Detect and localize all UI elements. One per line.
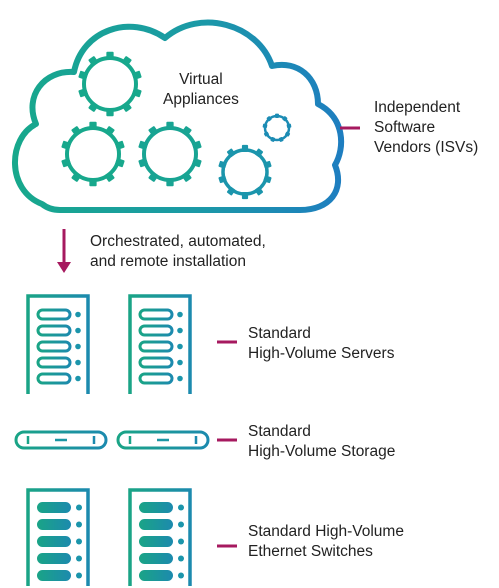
switch-rack-icon xyxy=(128,488,192,586)
switch-port xyxy=(139,553,173,564)
server-slot xyxy=(36,308,72,321)
server-slot xyxy=(36,356,72,369)
storage-unit-icon xyxy=(116,430,210,450)
switch-port xyxy=(139,502,173,513)
server-slot xyxy=(138,324,174,337)
server-rack-icon xyxy=(26,294,90,394)
install-arrow-icon xyxy=(57,229,71,273)
servers-label: Standard High-Volume Servers xyxy=(248,325,395,362)
server-rack-icon xyxy=(128,294,192,394)
isv-label: Independent Software Vendors (ISVs) xyxy=(374,99,479,156)
server-slot xyxy=(36,324,72,337)
server-slot xyxy=(138,372,174,385)
storage-unit-icon xyxy=(14,430,108,450)
server-slot xyxy=(138,340,174,353)
switch-port xyxy=(37,570,71,581)
gear-icon xyxy=(262,113,292,142)
switch-rack-icon xyxy=(26,488,90,586)
gear-icon xyxy=(61,121,125,187)
virtual-appliances-label: Virtual Appliances xyxy=(163,71,239,108)
switch-port xyxy=(37,553,71,564)
gear-icon xyxy=(218,144,272,200)
gear-icon xyxy=(78,51,142,117)
switch-port xyxy=(37,536,71,547)
switches-label: Standard High-Volume Ethernet Switches xyxy=(248,523,404,560)
switch-port xyxy=(139,536,173,547)
server-slot xyxy=(138,356,174,369)
installation-label: Orchestrated, automated, and remote inst… xyxy=(90,233,266,270)
server-slot xyxy=(36,340,72,353)
gear-group xyxy=(61,51,292,200)
switch-port xyxy=(37,519,71,530)
storage-label: Standard High-Volume Storage xyxy=(248,423,396,460)
gear-icon xyxy=(138,121,202,187)
server-slot xyxy=(36,372,72,385)
switch-port xyxy=(139,519,173,530)
switch-port xyxy=(37,502,71,513)
server-slot xyxy=(138,308,174,321)
switch-port xyxy=(139,570,173,581)
cloud-outline xyxy=(12,19,345,213)
